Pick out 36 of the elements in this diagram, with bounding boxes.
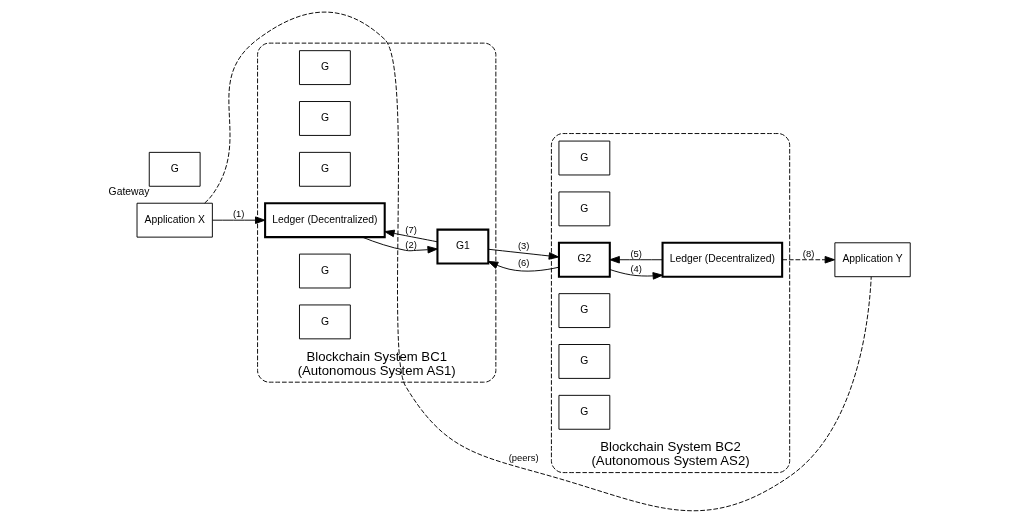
node-box: Application X xyxy=(136,202,213,238)
node-box: G xyxy=(557,191,610,227)
edge-label: (6) xyxy=(517,257,529,269)
node-box: G xyxy=(298,101,351,136)
edge-label: (4) xyxy=(629,262,642,274)
node-box: Ledger (Decentralized) xyxy=(661,241,783,278)
edge-label: (7) xyxy=(404,224,417,236)
arrow xyxy=(383,229,438,243)
node-box: G xyxy=(298,304,351,340)
node-box: G2 xyxy=(557,241,611,278)
node-box: G xyxy=(298,151,351,187)
edge-label: (1) xyxy=(232,208,244,220)
node-box: G xyxy=(557,394,610,430)
arrow xyxy=(361,236,438,254)
arrow xyxy=(487,248,559,260)
edge-label: (peers) xyxy=(508,452,539,464)
arrow xyxy=(781,255,835,264)
node-box: G xyxy=(148,151,201,187)
arrow xyxy=(487,260,559,272)
node-box: G xyxy=(557,140,610,176)
edge-label: (5) xyxy=(629,247,642,259)
edge-label: (8) xyxy=(802,247,814,259)
node-box: G xyxy=(557,344,610,379)
connector xyxy=(203,11,872,512)
node-label: Gateway xyxy=(108,185,149,197)
arrow xyxy=(608,269,663,280)
node-box: G1 xyxy=(435,228,489,265)
arrow xyxy=(211,216,265,224)
edge-label: (3) xyxy=(517,240,529,252)
node-box: G xyxy=(298,253,351,289)
edge-label: (2) xyxy=(404,238,417,250)
arrow xyxy=(609,255,663,264)
node-box: G xyxy=(557,293,610,329)
node-box: Application Y xyxy=(833,242,911,278)
node-box: Ledger (Decentralized) xyxy=(263,202,386,239)
node-box: G xyxy=(298,50,351,86)
